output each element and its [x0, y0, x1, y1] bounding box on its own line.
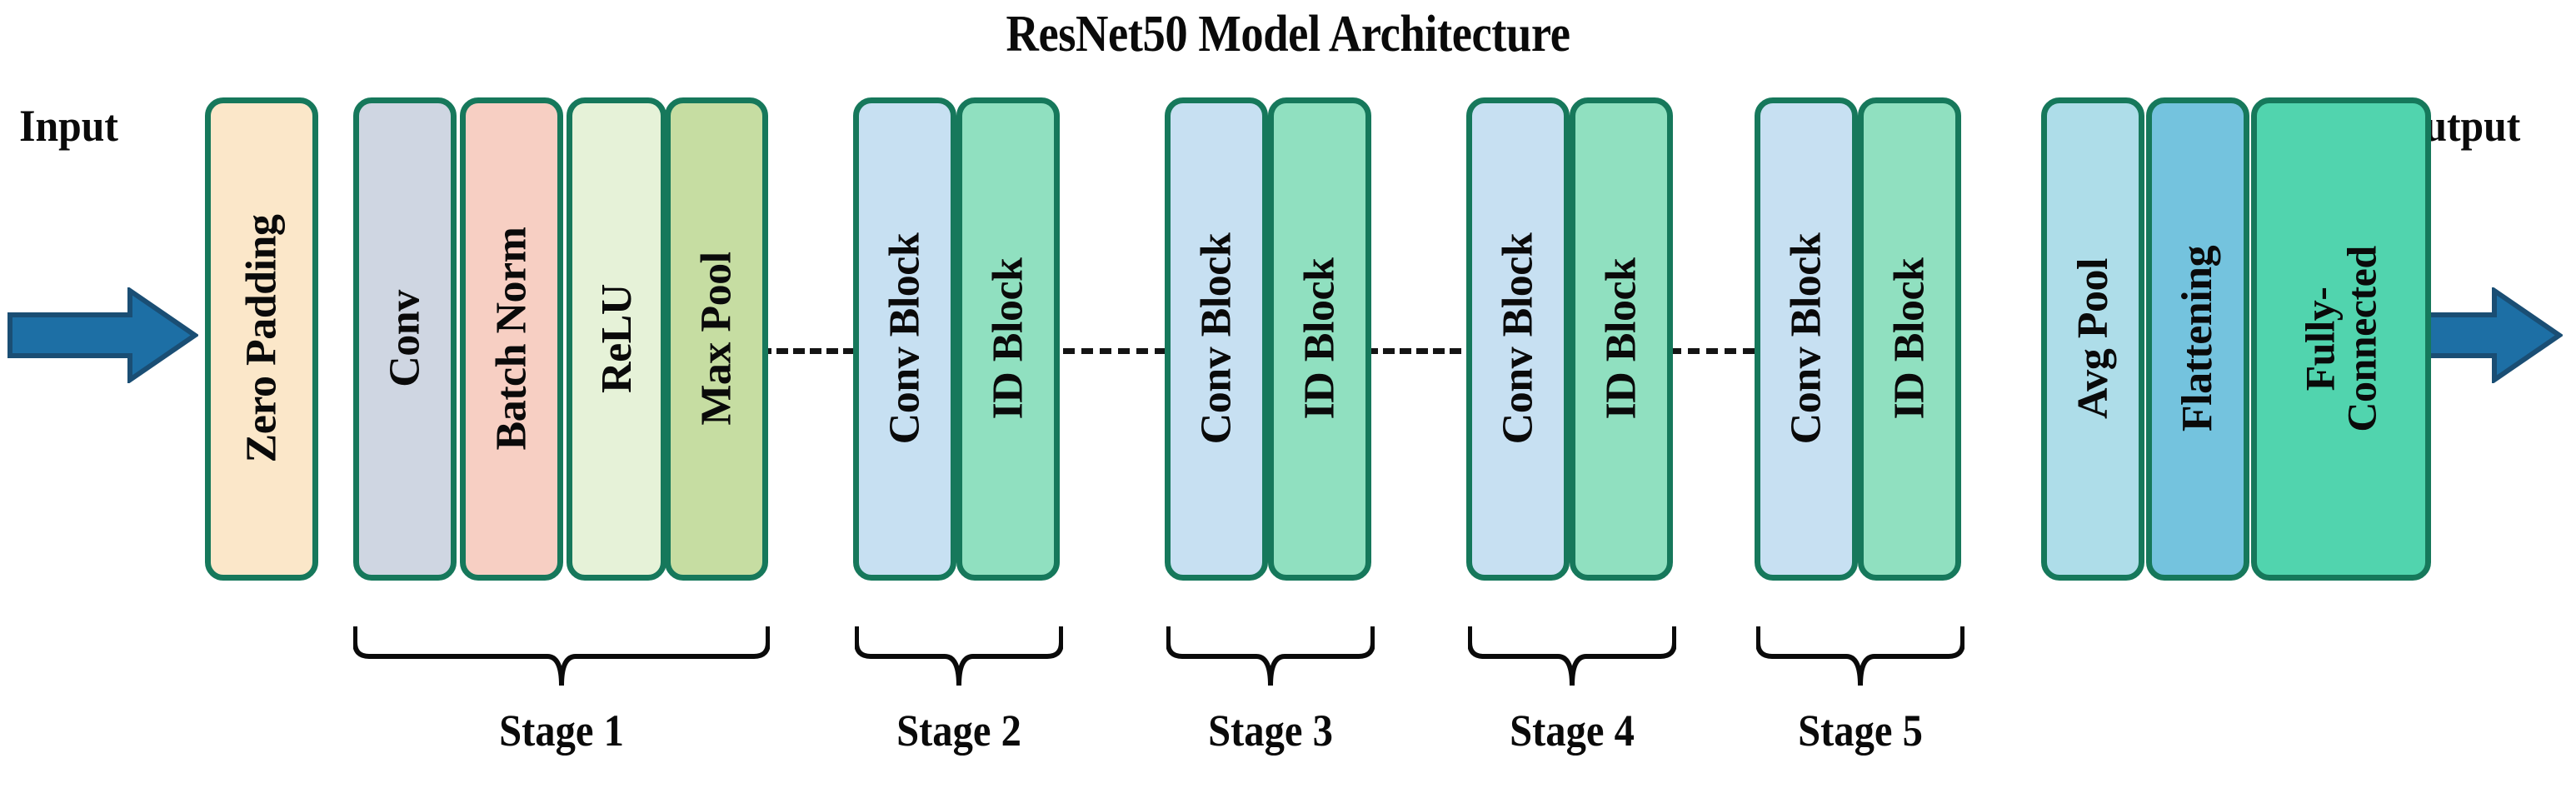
- layer-label: Batch Norm: [487, 227, 536, 451]
- stage-label: Stage 3: [1208, 706, 1333, 756]
- layer-label: Fully-Connected: [2297, 246, 2386, 432]
- layer-box-conv-block-4[interactable]: Conv Block: [1466, 97, 1570, 581]
- layer-label: ID Block: [1597, 258, 1645, 420]
- stage-label: Stage 2: [896, 706, 1021, 756]
- layer-label: Conv: [381, 290, 429, 388]
- stage-brace-stage-1: [353, 623, 770, 688]
- layer-box-id-block-4[interactable]: ID Block: [1570, 97, 1673, 581]
- stage-label: Stage 5: [1798, 706, 1923, 756]
- layer-label: ID Block: [1885, 258, 1934, 420]
- layer-label: Conv Block: [1192, 233, 1241, 445]
- stage-connector-line: [1366, 348, 1545, 354]
- layer-label: Flattening: [2174, 246, 2222, 432]
- layer-box-id-block-3[interactable]: ID Block: [1268, 97, 1371, 581]
- layer-label: ID Block: [1295, 258, 1344, 420]
- layer-box-id-block-5[interactable]: ID Block: [1858, 97, 1961, 581]
- layer-box-conv-block-3[interactable]: Conv Block: [1165, 97, 1268, 581]
- layer-label: Conv Block: [1782, 233, 1830, 445]
- layer-label: ID Block: [984, 258, 1032, 420]
- layer-box-conv-block-5[interactable]: Conv Block: [1755, 97, 1858, 581]
- layer-label: Conv Block: [1494, 233, 1542, 445]
- input-arrow-icon: [7, 287, 198, 383]
- layer-box-conv[interactable]: Conv: [353, 97, 457, 581]
- layer-label: Zero Padding: [237, 215, 286, 463]
- layer-label: Max Pool: [692, 252, 741, 426]
- layer-box-fully-connected[interactable]: Fully-Connected: [2251, 97, 2431, 581]
- stage-brace-stage-4: [1468, 623, 1676, 688]
- stage-brace-stage-5: [1756, 623, 1964, 688]
- input-label: Input: [19, 101, 118, 151]
- page-title: ResNet50 Model Architecture: [1006, 6, 1570, 62]
- layer-box-batch-norm[interactable]: Batch Norm: [460, 97, 563, 581]
- layer-box-zero-padding[interactable]: Zero Padding: [205, 97, 318, 581]
- layer-label: Conv Block: [881, 233, 929, 445]
- layer-box-relu[interactable]: ReLU: [567, 97, 666, 581]
- layer-label: Avg Pool: [2069, 258, 2117, 420]
- stage-connector-line: [760, 348, 938, 354]
- layer-box-avg-pool[interactable]: Avg Pool: [2041, 97, 2144, 581]
- layer-label: ReLU: [592, 284, 641, 394]
- stage-brace-stage-3: [1166, 623, 1375, 688]
- stage-label: Stage 4: [1510, 706, 1635, 756]
- layer-box-max-pool[interactable]: Max Pool: [665, 97, 768, 581]
- stage-brace-stage-2: [855, 623, 1063, 688]
- layer-box-conv-block-2[interactable]: Conv Block: [853, 97, 956, 581]
- layer-box-id-block-2[interactable]: ID Block: [956, 97, 1060, 581]
- stage-label: Stage 1: [499, 706, 624, 756]
- stage-connector-line: [1063, 348, 1240, 354]
- layer-box-flattening[interactable]: Flattening: [2146, 97, 2249, 581]
